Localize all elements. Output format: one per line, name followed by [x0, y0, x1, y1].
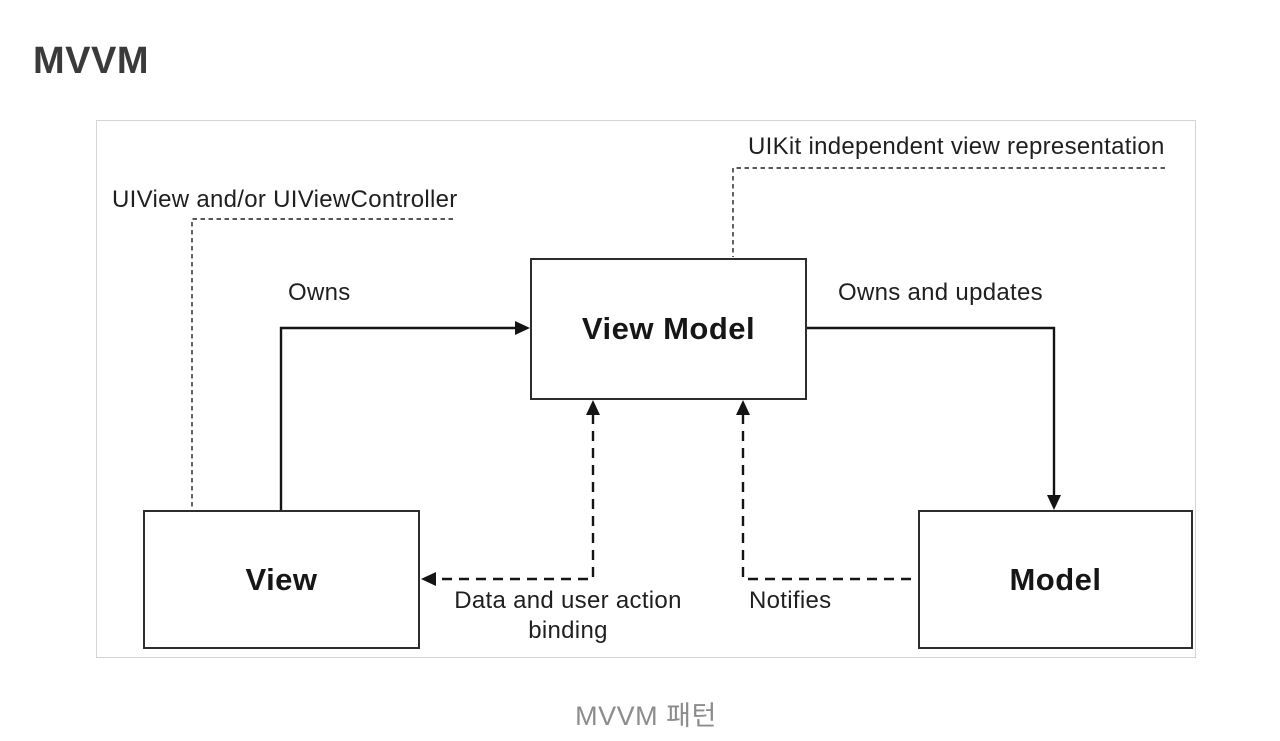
edge-label-data-binding: Data and user action binding — [454, 587, 682, 644]
node-view: View — [143, 510, 420, 649]
edge-label-notifies: Notifies — [749, 587, 832, 614]
notifies-edge-line — [741, 414, 918, 581]
edge-label-owns: Owns — [288, 279, 351, 306]
node-model: Model — [918, 510, 1193, 649]
data-binding-arrowhead-left — [421, 572, 436, 586]
node-view-model-label: View Model — [581, 311, 756, 346]
view-note-leader-line — [191, 218, 453, 509]
node-model-label: Model — [1009, 561, 1102, 597]
owns-edge-line — [279, 326, 516, 510]
view-model-note-leader-line — [732, 167, 1165, 257]
node-view-model: View Model — [530, 258, 807, 400]
data-binding-edge-line — [436, 414, 595, 581]
node-view-label: View — [245, 561, 318, 597]
owns-and-updates-arrowhead — [1047, 495, 1061, 510]
annotation-view-model-note: UIKit independent view representation — [748, 133, 1165, 160]
page-title: MVVM — [33, 40, 149, 82]
data-binding-arrowhead-up — [586, 400, 600, 415]
notifies-arrowhead-up — [736, 400, 750, 415]
owns-arrowhead — [515, 321, 530, 335]
edge-label-owns-and-updates: Owns and updates — [838, 279, 1043, 306]
owns-and-updates-edge-line — [807, 326, 1056, 496]
diagram-caption: MVVM 패턴 — [575, 701, 717, 731]
annotation-view-note: UIView and/or UIViewController — [112, 186, 458, 213]
